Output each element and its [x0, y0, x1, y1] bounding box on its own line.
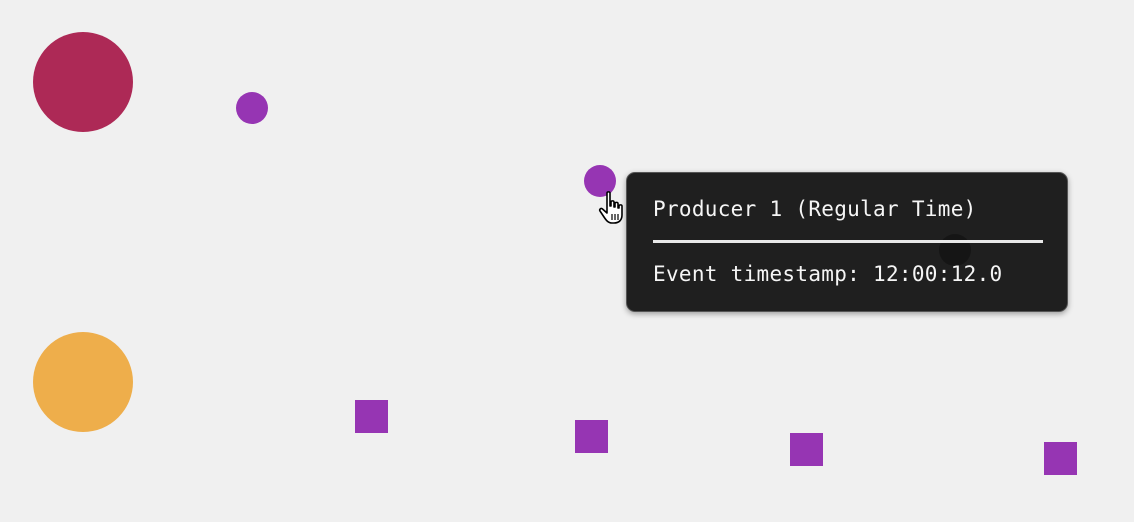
tooltip-divider	[653, 240, 1043, 243]
producer-node-red[interactable]	[33, 32, 133, 132]
event-dot[interactable]	[236, 92, 268, 124]
event-square[interactable]	[1044, 442, 1077, 475]
event-tooltip: Producer 1 (Regular Time) Event timestam…	[626, 172, 1068, 312]
hand-pointer-icon	[598, 191, 623, 224]
event-square[interactable]	[355, 400, 388, 433]
tooltip-title: Producer 1 (Regular Time)	[653, 197, 977, 221]
event-square[interactable]	[575, 420, 608, 453]
tooltip-timestamp: Event timestamp: 12:00:12.0	[653, 262, 1003, 286]
event-square[interactable]	[790, 433, 823, 466]
event-dot-hovered[interactable]	[584, 165, 616, 197]
producer-node-orange[interactable]	[33, 332, 133, 432]
